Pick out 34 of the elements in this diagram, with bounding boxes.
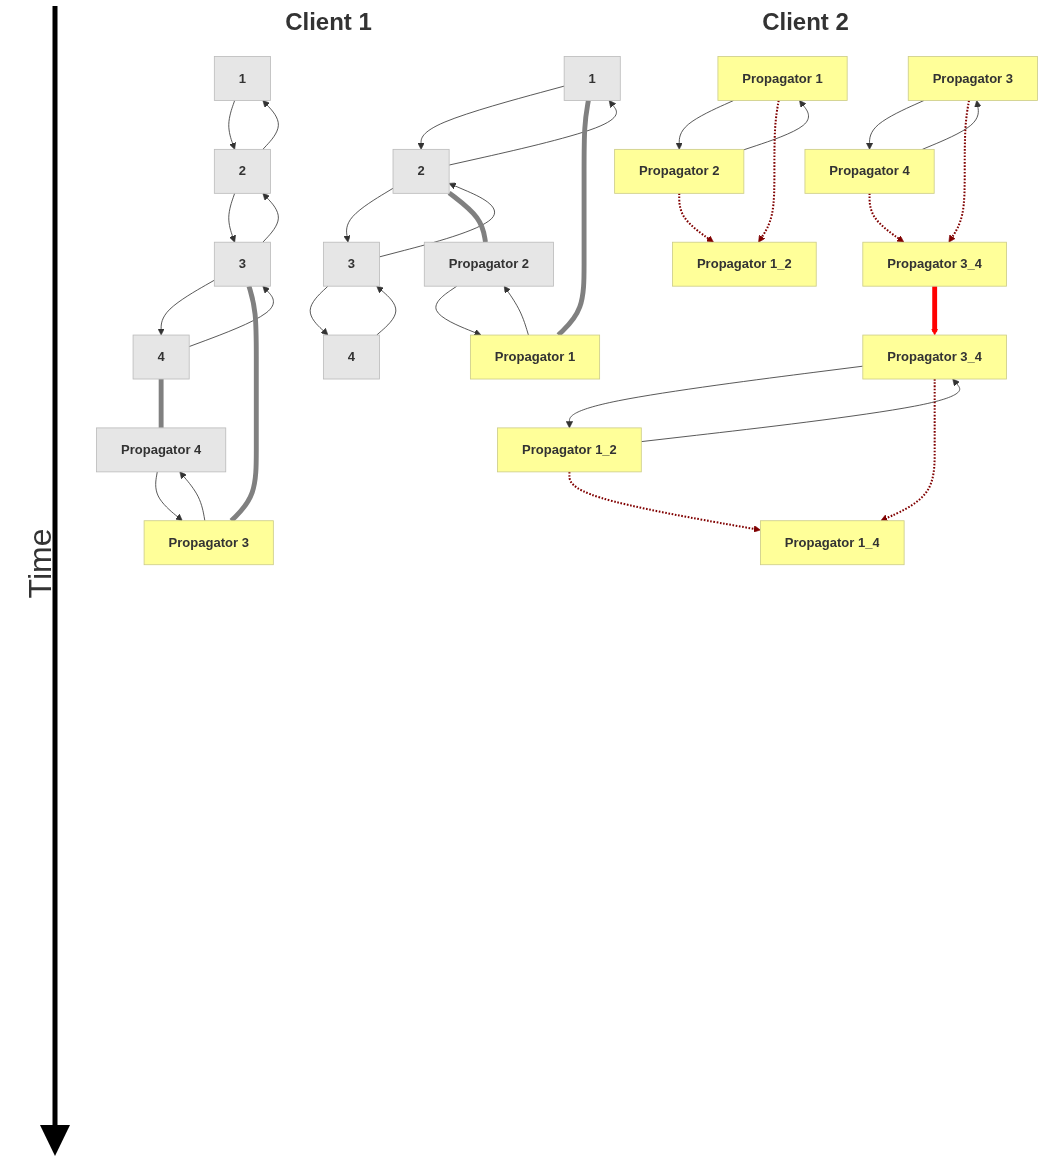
connector	[447, 190, 488, 243]
node-box: 2	[213, 148, 271, 194]
node-box: Propagator 2	[614, 148, 745, 194]
connector	[158, 379, 164, 428]
node-box: Propagator 3_4	[862, 334, 1007, 380]
arrow	[880, 379, 936, 522]
node-box: 4	[322, 334, 380, 380]
node-box: Propagator 3	[907, 56, 1038, 101]
node-box: Propagator 1	[470, 334, 601, 380]
node-box: Propagator 1_4	[760, 520, 905, 566]
arrow	[678, 193, 714, 243]
node-box: Propagator 1_2	[672, 241, 817, 287]
axis-label: Time	[21, 527, 59, 601]
node-box: 4	[132, 334, 190, 380]
node-box: 1	[563, 56, 621, 101]
arrow	[758, 100, 780, 243]
node-box: Propagator 4	[96, 427, 227, 473]
node-box: Propagator 1	[717, 56, 848, 101]
node-box: Propagator 3	[143, 520, 274, 566]
column-heading: Client 2	[761, 8, 850, 37]
node-box: Propagator 3_4	[862, 241, 1007, 287]
node-box: 2	[392, 148, 450, 194]
node-box: 3	[322, 241, 380, 287]
arrow	[948, 100, 970, 243]
arrow	[568, 471, 761, 533]
node-box: 1	[213, 56, 271, 101]
node-box: Propagator 2	[423, 241, 554, 287]
arrow	[931, 286, 939, 336]
connector	[556, 100, 591, 337]
node-box: 3	[213, 241, 271, 287]
node-box: Propagator 4	[804, 148, 935, 194]
column-heading: Client 1	[284, 8, 373, 37]
arrow	[868, 193, 905, 243]
node-box: Propagator 1_2	[497, 427, 642, 473]
